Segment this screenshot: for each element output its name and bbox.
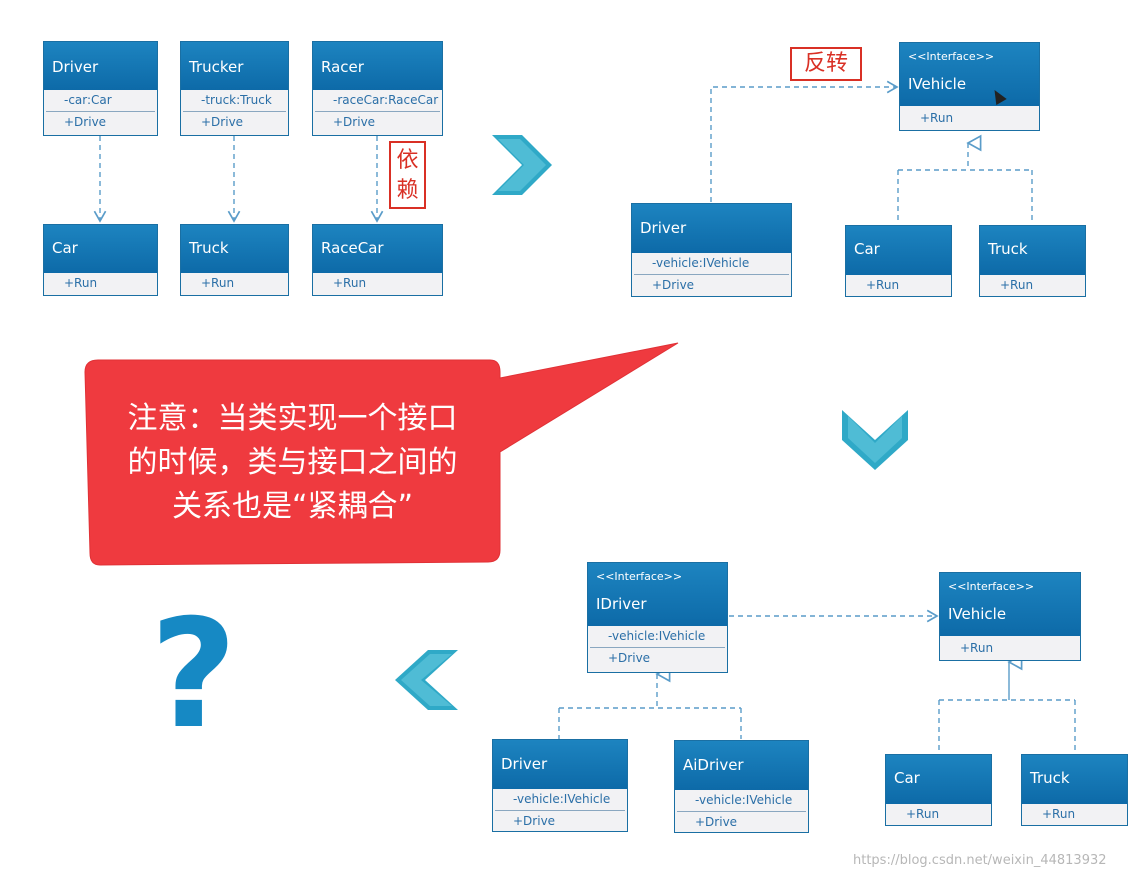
- class-driver: Driver -vehicle:IVehicle +Drive: [492, 739, 628, 832]
- interface-ivehicle: <<Interface>> IVehicle +Run: [939, 572, 1081, 661]
- realization-vehicles-ivehicle: [938, 662, 1076, 754]
- class-name: IVehicle: [908, 75, 967, 93]
- class-car: Car +Run: [845, 225, 952, 297]
- chevron-down-icon: [842, 410, 908, 470]
- class-name: IDriver: [596, 595, 647, 613]
- class-name: Racer: [321, 58, 364, 76]
- class-aidriver: AiDriver -vehicle:IVehicle +Drive: [674, 740, 809, 833]
- stereotype-label: <<Interface>>: [948, 580, 1035, 593]
- class-attribute: -truck:Truck: [201, 93, 272, 107]
- class-name: RaceCar: [321, 239, 384, 257]
- class-method: +Drive: [590, 647, 725, 669]
- class-attribute: -raceCar:RaceCar: [333, 93, 439, 107]
- class-method: +Drive: [634, 274, 789, 296]
- class-attribute: -vehicle:IVehicle: [695, 793, 793, 807]
- class-name: Truck: [189, 239, 229, 257]
- class-driver: Driver -vehicle:IVehicle +Drive: [631, 203, 792, 297]
- class-name: IVehicle: [948, 605, 1007, 623]
- class-attribute: -vehicle:IVehicle: [608, 629, 706, 643]
- class-method: +Drive: [183, 111, 286, 133]
- class-name: AiDriver: [683, 756, 744, 774]
- class-method: +Drive: [677, 811, 806, 833]
- class-method: +Run: [906, 807, 940, 821]
- note-bubble: [84, 342, 679, 566]
- dependency-label: 依 赖: [389, 141, 426, 209]
- class-attribute: -vehicle:IVehicle: [652, 256, 750, 270]
- class-method: +Run: [866, 278, 900, 292]
- chevron-right-icon: [492, 135, 552, 195]
- class-driver: Driver -car:Car +Drive: [43, 41, 158, 136]
- realization-car-truck-ivehicle: [897, 143, 1033, 224]
- class-racer: Racer -raceCar:RaceCar +Drive: [312, 41, 443, 136]
- class-method: +Run: [64, 276, 98, 290]
- realization-drivers-idriver: [558, 674, 742, 739]
- class-truck: Truck +Run: [180, 224, 289, 296]
- note-line: 注意：当类实现一个接口: [127, 401, 458, 436]
- watermark: https://blog.csdn.net/weixin_44813932: [853, 853, 1107, 868]
- class-method: +Drive: [315, 111, 440, 133]
- class-name: Car: [854, 240, 880, 258]
- class-method: +Run: [1042, 807, 1076, 821]
- class-attribute: -car:Car: [64, 93, 112, 107]
- class-method: +Drive: [495, 810, 625, 832]
- class-method: +Run: [960, 641, 994, 655]
- note-text: 注意：当类实现一个接口 的时候，类与接口之间的 关系也是“紧耦合”: [95, 397, 490, 529]
- dependency-driver-ivehicle: [710, 80, 899, 202]
- class-method: +Run: [1000, 278, 1034, 292]
- class-name: Truck: [1030, 769, 1070, 787]
- note-line: 关系也是“紧耦合”: [171, 489, 414, 524]
- cursor-icon: [989, 86, 1007, 106]
- class-method: +Run: [920, 111, 954, 125]
- class-name: Trucker: [189, 58, 244, 76]
- inversion-label: 反转: [790, 47, 862, 81]
- class-name: Driver: [640, 219, 687, 237]
- dependency-label-char-1: 依: [396, 148, 419, 173]
- class-trucker: Trucker -truck:Truck +Drive: [180, 41, 289, 136]
- class-name: Car: [894, 769, 920, 787]
- class-name: Driver: [501, 755, 548, 773]
- dependency-label-char-2: 赖: [396, 178, 419, 203]
- question-mark-icon: ?: [150, 588, 238, 762]
- class-name: Driver: [52, 58, 99, 76]
- class-truck: Truck +Run: [1021, 754, 1128, 826]
- class-name: Truck: [988, 240, 1028, 258]
- class-car: Car +Run: [43, 224, 158, 296]
- interface-idriver: <<Interface>> IDriver -vehicle:IVehicle …: [587, 562, 728, 673]
- class-name: Car: [52, 239, 78, 257]
- class-car: Car +Run: [885, 754, 992, 826]
- class-method: +Run: [201, 276, 235, 290]
- class-method: +Run: [333, 276, 367, 290]
- stereotype-label: <<Interface>>: [596, 570, 683, 583]
- class-attribute: -vehicle:IVehicle: [513, 792, 611, 806]
- note-line: 的时候，类与接口之间的: [127, 445, 458, 480]
- class-method: +Drive: [46, 111, 155, 133]
- stereotype-label: <<Interface>>: [908, 50, 995, 63]
- interface-ivehicle: <<Interface>> IVehicle +Run: [899, 42, 1040, 131]
- class-racecar: RaceCar +Run: [312, 224, 443, 296]
- chevron-left-icon: [395, 650, 458, 710]
- class-truck: Truck +Run: [979, 225, 1086, 297]
